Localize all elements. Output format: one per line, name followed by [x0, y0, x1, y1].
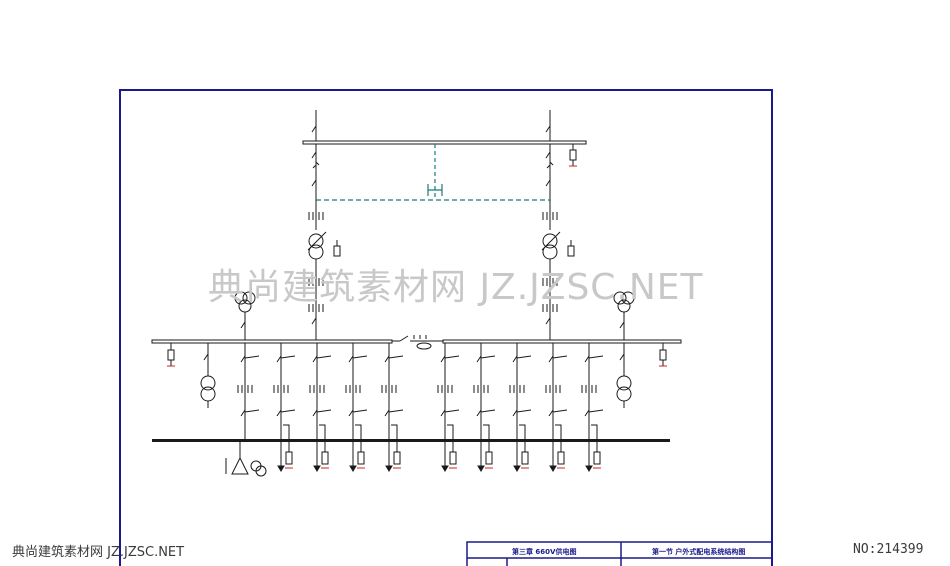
- feeder-fuse: [321, 451, 329, 465]
- feeder-ct: [237, 385, 253, 393]
- feeder-breaker: [440, 409, 460, 417]
- feeder-2: [273, 343, 296, 472]
- feeder-fuse: [557, 451, 565, 465]
- feeder-breaker: [548, 409, 568, 417]
- feeder-arrow-icon: [441, 465, 449, 472]
- feeder-switch: [348, 355, 368, 363]
- feeder-breaker: [240, 409, 260, 417]
- motor-load: [225, 442, 267, 477]
- feeder-fuse: [593, 451, 601, 465]
- feeder-breaker: [584, 409, 604, 417]
- feeder-arrow-icon: [477, 465, 485, 472]
- feeder-branch: [519, 424, 526, 439]
- feeder-branch: [483, 424, 490, 439]
- feeder-4: [345, 343, 368, 472]
- feeder-switch: [584, 355, 604, 363]
- watermark-main: 典尚建筑素材网 JZ.JZSC.NET: [208, 267, 704, 308]
- feeder-10: [581, 343, 604, 472]
- feeder-ct: [437, 385, 453, 393]
- feeder-switch: [276, 355, 296, 363]
- feeder-breaker: [348, 409, 368, 417]
- main-busbar-left: [151, 339, 393, 344]
- feeder-fuse: [393, 451, 401, 465]
- feeder-branch: [591, 424, 598, 439]
- feeder-ct: [473, 385, 489, 393]
- feeder-arrow-icon: [513, 465, 521, 472]
- bus-tie: [392, 335, 443, 350]
- feeder-breaker: [384, 409, 404, 417]
- feeder-ct: [309, 385, 325, 393]
- drawing-frame: [119, 89, 773, 566]
- ground-bus: [152, 439, 670, 442]
- feeder-ct: [545, 385, 561, 393]
- feeder-ct: [581, 385, 597, 393]
- feeder-breaker: [276, 409, 296, 417]
- title-block-chapter: 第三章 660V供电图: [512, 548, 577, 556]
- feeder-switch: [512, 355, 532, 363]
- feeder-ct: [345, 385, 361, 393]
- feeder-arrow-icon: [277, 465, 285, 472]
- watermark-id: NO:214399: [853, 542, 924, 557]
- feeder-ct: [381, 385, 397, 393]
- surge-arrester-top: [569, 144, 577, 167]
- feeder-branch: [447, 424, 454, 439]
- feeder-branch: [355, 424, 362, 439]
- feeder-8: [509, 343, 532, 472]
- pt-left: [200, 343, 216, 408]
- feeder-branch: [283, 424, 290, 439]
- feeder-ct: [273, 385, 289, 393]
- feeder-fuse: [485, 451, 493, 465]
- main-busbar-right: [442, 339, 682, 344]
- tie-line-dashed: [316, 144, 550, 201]
- aux-transformer-left: [234, 291, 256, 340]
- feeder-switch: [476, 355, 496, 363]
- feeder-arrow-icon: [313, 465, 321, 472]
- feeder-switch: [384, 355, 404, 363]
- feeder-9: [545, 343, 568, 472]
- ct-group-left: [307, 200, 341, 340]
- feeder-arrow-icon: [549, 465, 557, 472]
- feeder-breaker: [312, 409, 332, 417]
- feeder-6: [437, 343, 460, 472]
- aux-transformer-right: [613, 291, 635, 340]
- feeder-fuse: [521, 451, 529, 465]
- feeder-fuse: [357, 451, 365, 465]
- feeder-3: [309, 343, 332, 472]
- feeder-arrow-icon: [349, 465, 357, 472]
- feeder-arrow-icon: [585, 465, 593, 472]
- feeder-switch: [440, 355, 460, 363]
- feeder-breaker: [512, 409, 532, 417]
- title-block-section: 第一节 户外式配电系统结构图: [652, 548, 746, 556]
- top-busbar: [302, 140, 587, 145]
- feeder-switch: [240, 355, 260, 363]
- feeder-branch: [555, 424, 562, 439]
- feeder-5: [381, 343, 404, 472]
- title-block: [466, 541, 773, 566]
- ct-group-right: [541, 200, 575, 340]
- feeder-7: [473, 343, 496, 472]
- pt-right: [616, 343, 632, 408]
- feeder-fuse: [449, 451, 457, 465]
- feeder-breaker: [476, 409, 496, 417]
- feeder-switch: [548, 355, 568, 363]
- feeder-branch: [391, 424, 398, 439]
- feeder-fuse: [285, 451, 293, 465]
- watermark-footer: 典尚建筑素材网 JZ.JZSC.NET: [12, 545, 185, 560]
- feeder-branch: [319, 424, 326, 439]
- feeder-ct: [509, 385, 525, 393]
- feeder-arrow-icon: [385, 465, 393, 472]
- arrester-right: [659, 343, 667, 367]
- incoming-feeder-right: [545, 110, 554, 200]
- feeder-1: [237, 343, 260, 439]
- feeder-switch: [312, 355, 332, 363]
- feeder-group: [237, 343, 604, 472]
- incoming-feeder-left: [311, 110, 320, 200]
- arrester-left: [167, 343, 175, 367]
